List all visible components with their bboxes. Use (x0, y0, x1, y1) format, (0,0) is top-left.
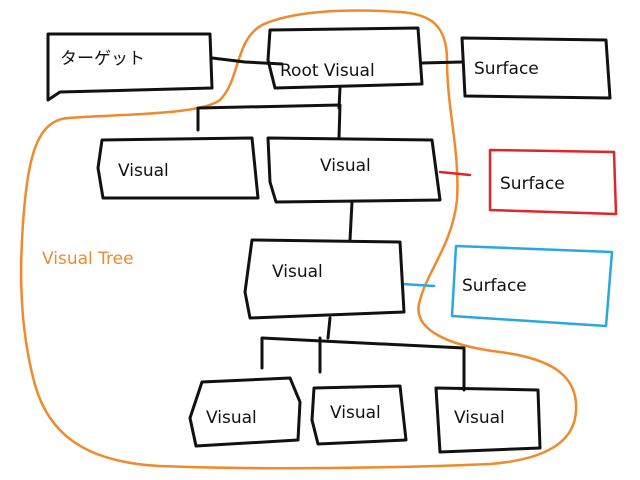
visual-bottom-left-label: Visual (206, 408, 257, 428)
connector-center-down (326, 316, 332, 340)
connector-mid-center (348, 200, 354, 242)
visual-left-box (96, 136, 260, 200)
visual-bottom-right-box (434, 386, 542, 454)
visual-bottom-left-box (188, 376, 302, 448)
target-label: ターゲット (60, 49, 145, 69)
visual-bottom-mid-label: Visual (330, 403, 381, 423)
connector-mid-surface-red (438, 170, 472, 177)
visual-bottom-mid-box (310, 384, 408, 446)
connector-center-surface-blue (400, 282, 436, 288)
surface-red-box (488, 148, 618, 216)
surface-blue-box (450, 244, 614, 328)
connector-root-surface (420, 60, 464, 65)
visual-left-label: Visual (118, 161, 169, 181)
target-box (46, 32, 214, 102)
root-visual-box (266, 26, 424, 90)
visual-tree-label: Visual Tree (42, 249, 134, 269)
black-boxes (46, 26, 612, 454)
connector-branch-top (196, 103, 342, 140)
connector-branch-bottom (260, 336, 466, 392)
connector-target-root (210, 56, 284, 66)
tree-connectors (196, 56, 466, 392)
root-visual-label: Root Visual (280, 61, 375, 81)
surface-red-label: Surface (500, 174, 565, 194)
visual-center-label: Visual (272, 262, 323, 282)
surface-black-box (460, 36, 612, 100)
visual-bottom-right-label: Visual (454, 408, 505, 428)
visual-mid-box (266, 136, 442, 204)
surface-blue-label: Surface (462, 276, 527, 296)
visual-mid-label: Visual (320, 156, 371, 176)
surface-black-label: Surface (474, 59, 539, 79)
visual-center-box (243, 238, 406, 320)
visual-tree-boundary (19, 9, 578, 470)
